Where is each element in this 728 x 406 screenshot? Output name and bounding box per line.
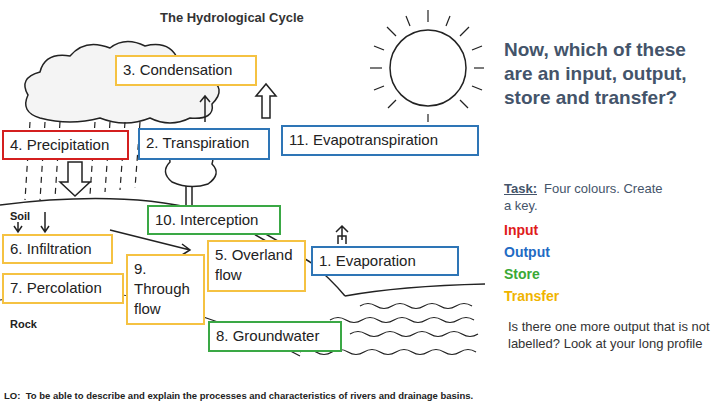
label-text: 10. Interception [155,210,273,230]
question-heading: Now, which of these are an input, output… [504,38,718,110]
label-text: 4. Precipitation [10,135,121,155]
diagram-title: The Hydrological Cycle [160,10,304,25]
process-label-box: 9. Through flow [126,254,205,325]
process-label-box: 7. Percolation [2,273,124,304]
process-label-box: 1. Evaporation [311,246,459,276]
task-text: Four colours. Create a key. [504,180,664,214]
label-text: 7. Percolation [10,278,116,298]
soil-label: Soil [8,210,32,222]
legend-text: Store [504,266,540,282]
label-text: 11. Evapotranspiration [289,130,471,150]
legend-item: Output [504,244,550,260]
learning-objective: LO: To be able to describe and explain t… [4,390,473,401]
label-text: 5. Overland flow [215,245,298,285]
process-label-box: 3. Condensation [115,55,257,86]
process-label-box: 6. Infiltration [2,234,113,264]
question-note: Is there one more output that is not lab… [508,318,713,352]
label-text: 6. Infiltration [10,239,105,259]
label-text: 8. Groundwater [216,326,334,346]
process-label-box: 4. Precipitation [2,130,129,160]
process-label-box: 8. Groundwater [208,321,342,352]
process-label-box: 5. Overland flow [207,240,306,292]
label-text: 3. Condensation [123,60,249,80]
process-label-box: 11. Evapotranspiration [281,125,479,156]
task-label: Task: [504,180,537,197]
rock-label: Rock [8,318,39,330]
legend-text: Input [504,222,538,238]
legend-text: Transfer [504,288,559,304]
legend-item: Input [504,222,538,238]
process-label-box: 10. Interception [147,205,281,235]
legend-item: Transfer [504,288,559,304]
legend-text: Output [504,244,550,260]
process-label-box: 2. Transpiration [138,128,270,160]
legend-item: Store [504,266,540,282]
label-text: 1. Evaporation [319,251,451,271]
label-text: 2. Transpiration [146,133,262,153]
label-text: 9. Through flow [134,259,197,319]
